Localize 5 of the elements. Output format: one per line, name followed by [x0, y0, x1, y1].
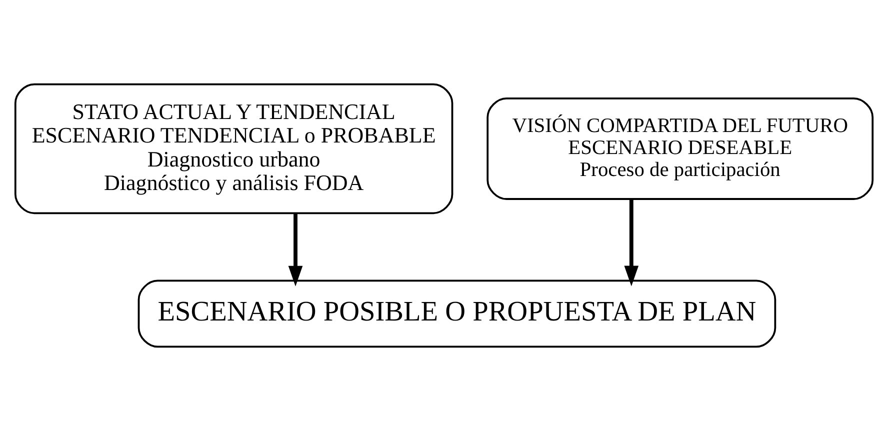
node-box: STATO ACTUAL Y TENDENCIAL ESCENARIO TENDENCIAL o PROBABLE Diagnostico urbano Diagnóstico y análisis FODA [14, 82, 454, 214]
arrow [288, 212, 303, 286]
node-box: VISIÓN COMPARTIDA DEL FUTURO ESCENARIO DESEABLE Proceso de participación [486, 96, 874, 200]
arrow [624, 198, 639, 286]
node-box: ESCENARIO POSIBLE O PROPUESTA DE PLAN [138, 279, 776, 348]
